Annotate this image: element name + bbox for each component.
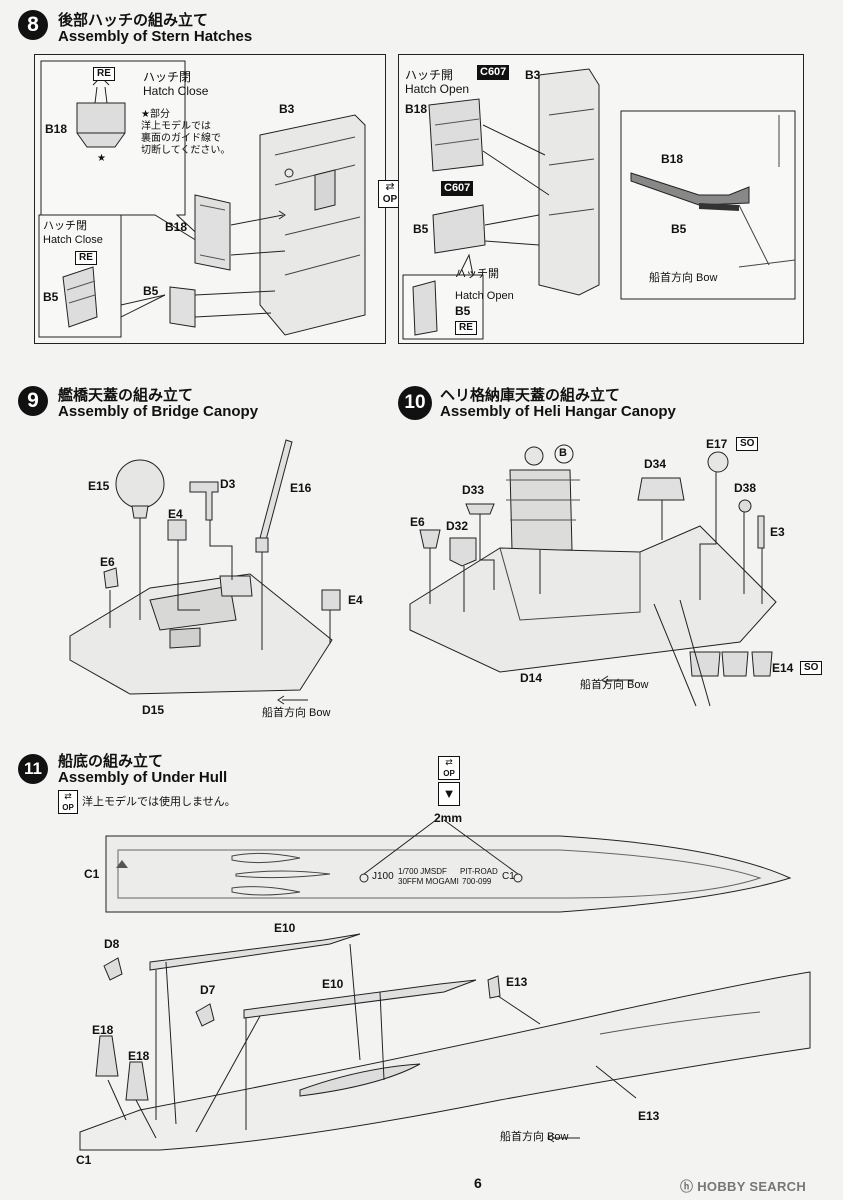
step-11-title-jp: 船底の組み立て (58, 753, 164, 770)
step-11-note: 洋上モデルでは使用しません。 (82, 796, 236, 808)
inset-re-tag-open: RE (455, 321, 477, 335)
hatch-open-jp: ハッチ開 (405, 68, 454, 82)
label-b18-top: B18 (45, 122, 68, 136)
label-d32: D32 (446, 519, 469, 533)
step-11-title-en: Assembly of Under Hull (58, 769, 228, 786)
step-8-number: 8 (18, 10, 48, 40)
step-8-hatch-open-panel: ハッチ開 Hatch Open C607 B3 B18 C607 B5 ハッチ開… (398, 54, 804, 344)
label-e16: E16 (290, 481, 312, 495)
label-b5: B5 (143, 284, 159, 298)
hatch-close-jp: ハッチ閉 (143, 70, 192, 84)
step-9-number: 9 (18, 386, 48, 416)
c607-tag-a: C607 (477, 65, 510, 80)
hull-text-scale: 1/700 JMSDF (398, 867, 447, 876)
drill-icon: ▼ (438, 782, 460, 806)
inset-re-tag: RE (75, 251, 97, 265)
watermark-logo: ⓗ HOBBY SEARCH (680, 1179, 807, 1194)
hull-text-j100: J100 (372, 871, 394, 882)
hull-text-c1: C1 (502, 871, 515, 882)
hatch-close-diagram (38, 60, 366, 338)
step-8-title-jp: 後部ハッチの組み立て (58, 12, 209, 29)
label-b5-open: B5 (413, 222, 429, 236)
bow-label-11: 船首方向 Bow (500, 1131, 569, 1143)
label-d14: D14 (520, 671, 543, 685)
detail-label-b18: B18 (661, 152, 684, 166)
bow-label-9: 船首方向 Bow (262, 707, 331, 719)
label-b3-open: B3 (525, 68, 541, 82)
label-c1-top: C1 (84, 867, 100, 881)
step-8-hatch-close-panel: RE ハッチ閉 Hatch Close B18 ★ ★部分 洋上モデルでは 裏面… (34, 54, 386, 344)
label-d3: D3 (220, 477, 236, 491)
label-e15: E15 (88, 479, 110, 493)
op-option-icon-drill: ⇄ OP (438, 756, 460, 780)
hull-text-maker: PIT-ROAD (460, 867, 498, 876)
label-e13-a: E13 (506, 975, 528, 989)
label-d34: D34 (644, 457, 667, 471)
inset-label-b5: B5 (455, 304, 471, 318)
label-e4-b: E4 (348, 593, 363, 607)
so-tag-2: SO (800, 661, 823, 675)
page-number: 6 (474, 1175, 482, 1191)
c607-tag-b: C607 (441, 181, 474, 196)
step-10-title-en: Assembly of Heli Hangar Canopy (440, 403, 676, 420)
label-b-circle: B (559, 447, 567, 459)
swap-arrow-icon: ⇄ (385, 181, 395, 193)
detail-bow-label: 船首方向 Bow (649, 272, 718, 284)
inset-hatch-open-en: Hatch Open (455, 290, 514, 302)
label-e14: E14 (772, 661, 794, 675)
label-b5-inset: B5 (43, 290, 59, 304)
label-e6-10: E6 (410, 515, 425, 529)
label-b3: B3 (279, 102, 295, 116)
label-e6: E6 (100, 555, 115, 569)
label-b18-open: B18 (405, 102, 428, 116)
note-line-1: 洋上モデルでは (141, 121, 211, 132)
label-d38: D38 (734, 481, 757, 495)
op-option-icon-11: ⇄ OP (58, 790, 78, 814)
step-11-number: 11 (18, 754, 48, 784)
star-mark: ★ (97, 153, 106, 164)
label-d8: D8 (104, 937, 120, 951)
label-e10-a: E10 (274, 921, 296, 935)
inset-hatch-close-en: Hatch Close (43, 234, 103, 246)
drill-size: 2mm (434, 811, 463, 825)
label-e18-b: E18 (128, 1049, 150, 1063)
label-d33: D33 (462, 483, 485, 497)
hatch-close-en: Hatch Close (143, 84, 209, 98)
note-line-3: 切断してください。 (141, 145, 231, 156)
label-e18-a: E18 (92, 1023, 114, 1037)
note-line-2: 裏面のガイド線で (141, 133, 221, 144)
label-c1-bottom: C1 (76, 1153, 92, 1167)
note-star: ★部分 (141, 109, 170, 120)
hatch-open-en: Hatch Open (405, 82, 470, 96)
label-e3: E3 (770, 525, 785, 539)
re-tag: RE (93, 67, 115, 81)
logo-mark-icon: ⓗ (680, 1179, 694, 1194)
hull-text-name: 30FFM MOGAMI (398, 877, 459, 886)
inset-hatch-close-jp: ハッチ閉 (43, 220, 87, 232)
detail-label-b5: B5 (671, 222, 687, 236)
swap-arrow-icon-11: ⇄ (64, 791, 72, 801)
step-9-title-en: Assembly of Bridge Canopy (58, 403, 259, 420)
step-10-title-jp: ヘリ格納庫天蓋の組み立て (440, 387, 621, 404)
so-tag-1: SO (736, 437, 759, 451)
swap-arrow-icon-drill: ⇄ (445, 757, 453, 767)
label-d7: D7 (200, 983, 216, 997)
label-e17: E17 (706, 437, 728, 451)
label-e4-a: E4 (168, 507, 183, 521)
hatch-open-diagram (402, 68, 796, 340)
bow-label-10: 船首方向 Bow (580, 679, 649, 691)
hull-text-code: 700-099 (462, 877, 492, 886)
label-d15: D15 (142, 703, 165, 717)
label-e10-b: E10 (322, 977, 344, 991)
step-10-number: 10 (398, 386, 432, 420)
label-e13-b: E13 (638, 1109, 660, 1123)
inset-hatch-open-jp: ハッチ開 (455, 268, 499, 280)
step-8-title-en: Assembly of Stern Hatches (58, 28, 253, 45)
step-9-title-jp: 艦橋天蓋の組み立て (58, 387, 194, 404)
label-b18: B18 (165, 220, 188, 234)
